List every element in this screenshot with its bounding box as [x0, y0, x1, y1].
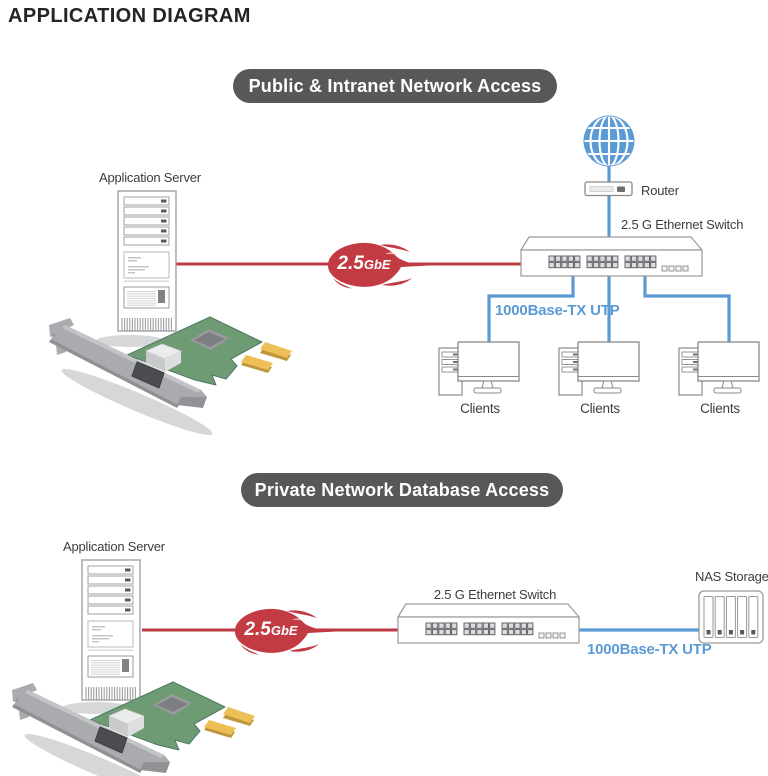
internet-globe-icon — [583, 115, 635, 167]
application-server-label-2: Application Server — [63, 539, 165, 554]
nas-storage-device — [698, 590, 764, 644]
switch-label-1: 2.5 G Ethernet Switch — [621, 217, 744, 232]
client-computer-3 — [678, 341, 760, 396]
section1-heading-text: Public & Intranet Network Access — [248, 75, 542, 96]
ethernet-switch-1 — [521, 237, 702, 276]
speed-value-1: 2.5 — [337, 253, 364, 274]
application-server-1 — [117, 190, 177, 332]
section1-heading-pill: Public & Intranet Network Access — [233, 69, 557, 103]
speed-unit-2: GbE — [270, 623, 298, 638]
section2-heading-text: Private Network Database Access — [254, 479, 550, 500]
utp-drop-line-1 — [487, 270, 575, 346]
nas-storage-label: NAS Storage — [695, 569, 768, 584]
page-title: APPLICATION DIAGRAM — [8, 5, 251, 27]
client-computer-1 — [438, 341, 520, 396]
client-computer-2 — [558, 341, 640, 396]
speed-value-2: 2.5 — [244, 619, 271, 640]
utp-label-2: 1000Base-TX UTP — [587, 641, 712, 658]
ethernet-switch-2 — [398, 604, 579, 643]
router-device — [584, 181, 633, 197]
switch-label-2: 2.5 G Ethernet Switch — [433, 587, 557, 602]
utp-drop-line-3 — [643, 270, 731, 346]
router-label: Router — [641, 183, 679, 198]
pcie-nic-card-1 — [48, 316, 293, 443]
connection-lines — [142, 164, 731, 632]
section2-heading-pill: Private Network Database Access — [241, 473, 563, 507]
clients-label-3: Clients — [700, 401, 740, 416]
application-server-2 — [81, 559, 141, 701]
clients-label-2: Clients — [580, 401, 620, 416]
clients-label-1: Clients — [460, 401, 500, 416]
utp-label-1: 1000Base-TX UTP — [495, 302, 620, 319]
speed-unit-1: GbE — [363, 257, 391, 272]
application-server-label-1: Application Server — [99, 170, 201, 185]
